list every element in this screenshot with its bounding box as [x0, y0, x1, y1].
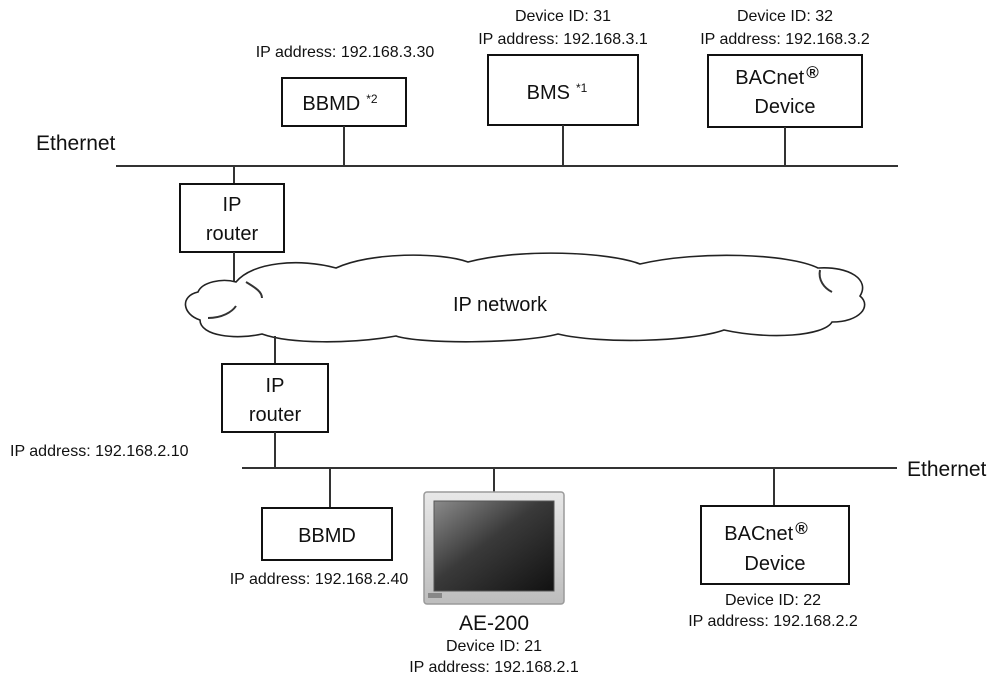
router-bottom-ip: IP address: 192.168.2.10 [10, 443, 189, 460]
ae200-device-image [424, 492, 564, 604]
router-top-label-line2: router [206, 223, 259, 245]
ae200-ip: IP address: 192.168.2.1 [409, 659, 579, 676]
bms-device-id: Device ID: 31 [515, 8, 611, 25]
ae200-label: AE-200 [459, 612, 529, 635]
bms-ip: IP address: 192.168.3.1 [478, 31, 648, 48]
router-bottom-label-line1: IP [266, 375, 285, 397]
bbmd-bottom-ip: IP address: 192.168.2.40 [230, 571, 409, 588]
bacnet-bottom-device-id: Device ID: 22 [725, 592, 821, 609]
bbmd-bottom-label: BBMD [298, 525, 356, 547]
bacnet-bottom-ip: IP address: 192.168.2.2 [688, 613, 858, 630]
ae200-device-id: Device ID: 21 [446, 638, 542, 655]
router-bottom-label-line2: router [249, 404, 302, 426]
bbmd-top-ip: IP address: 192.168.3.30 [256, 44, 435, 61]
bacnet-top-ip: IP address: 192.168.3.2 [700, 31, 870, 48]
bacnet-bottom-label-line2: Device [744, 553, 805, 575]
top-ethernet-label: Ethernet [36, 132, 116, 155]
bacnet-top-device-id: Device ID: 32 [737, 8, 833, 25]
ip-network-label: IP network [453, 294, 548, 316]
bacnet-top-label-line2: Device [754, 96, 815, 118]
router-top-label-line1: IP [223, 194, 242, 216]
bottom-ethernet-label: Ethernet [907, 458, 987, 481]
